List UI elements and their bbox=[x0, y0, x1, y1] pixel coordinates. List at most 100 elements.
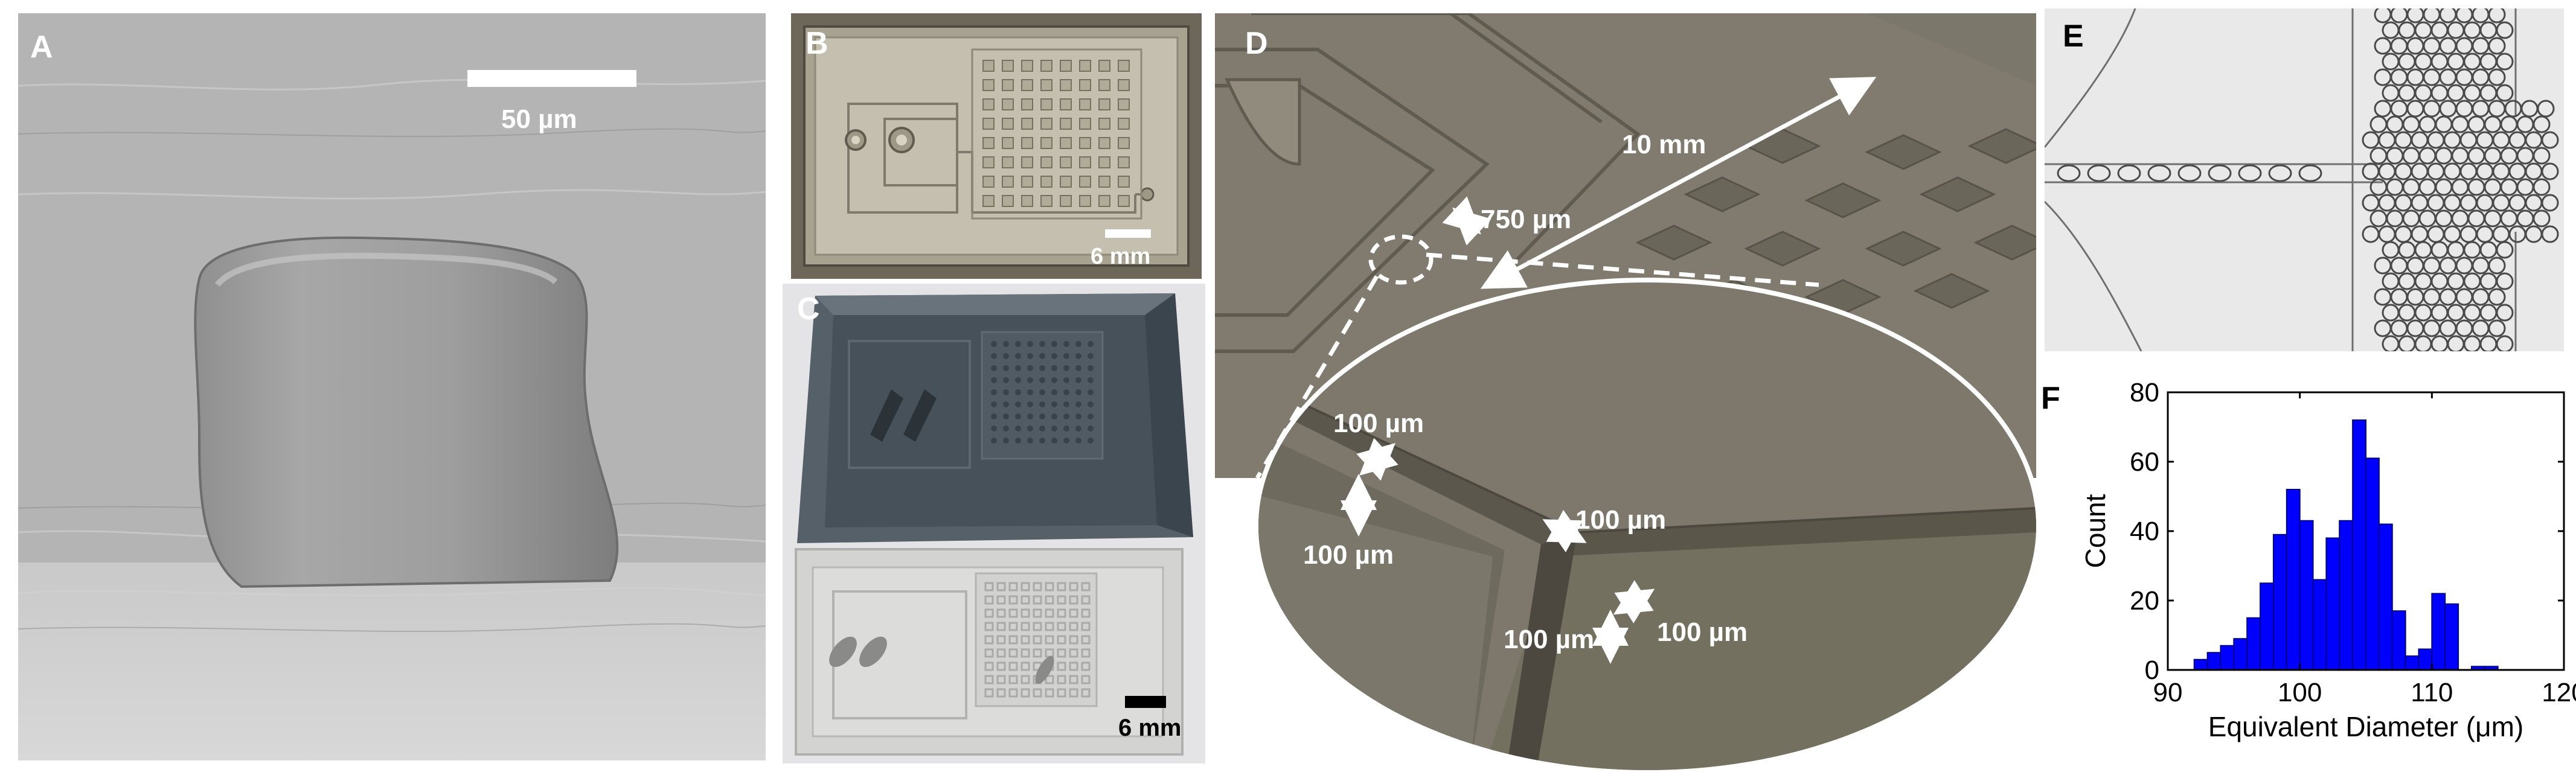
panel-c-chip-well bbox=[1008, 622, 1018, 631]
panel-c-chip-well bbox=[1045, 608, 1054, 618]
panel-c-mold-post bbox=[1063, 413, 1069, 419]
panel-b-well bbox=[982, 176, 995, 188]
panel-b-well bbox=[1118, 137, 1130, 149]
panel-e-droplet bbox=[2496, 272, 2514, 290]
panel-b-render: B 6 mm bbox=[791, 13, 1202, 279]
panel-b-well bbox=[1021, 195, 1033, 207]
panel-b-well bbox=[1040, 156, 1053, 168]
panel-b-well bbox=[1021, 156, 1033, 168]
panel-c-mold-post bbox=[1027, 389, 1033, 395]
panel-b-well bbox=[1098, 195, 1110, 207]
panel-c-mold-post bbox=[1039, 377, 1045, 383]
panel-c-mold-post bbox=[1063, 341, 1069, 347]
panel-b-well bbox=[1118, 176, 1130, 188]
panel-c-mold-post bbox=[1015, 377, 1021, 383]
panel-a-label: A bbox=[30, 30, 53, 65]
panel-c-mold-post bbox=[1015, 401, 1021, 407]
panel-c-chip-well bbox=[1020, 675, 1030, 684]
panel-b-well bbox=[1060, 98, 1072, 110]
panel-c-chip-well bbox=[1045, 688, 1054, 698]
panel-c-chip-well bbox=[1045, 595, 1054, 605]
panel-b-well bbox=[1040, 195, 1053, 207]
panel-c-chip-well bbox=[1008, 688, 1018, 698]
panel-c-mold-post bbox=[1075, 389, 1081, 395]
panel-b-well bbox=[1098, 118, 1110, 130]
panel-c-chip-well bbox=[1081, 595, 1091, 605]
panel-c-chip-well bbox=[1057, 622, 1066, 631]
panel-e-droplet bbox=[2496, 304, 2514, 322]
panel-c-mold-post bbox=[1075, 438, 1081, 444]
panel-e-droplet bbox=[2117, 164, 2141, 182]
panel-b-well bbox=[1002, 176, 1014, 188]
panel-b-well bbox=[1118, 79, 1130, 91]
panel-b-well bbox=[1021, 60, 1033, 72]
panel-c-chip-well bbox=[1057, 635, 1066, 645]
panel-a-micrograph: A 50 µm bbox=[18, 13, 766, 760]
panel-b-well bbox=[1079, 118, 1091, 130]
panel-c-label: C bbox=[797, 292, 820, 327]
panel-b-well bbox=[1060, 176, 1072, 188]
panel-d-dim-100um-1: 100 µm bbox=[1333, 409, 1424, 438]
panel-c-mold-post bbox=[991, 341, 997, 347]
panel-c-mold-post bbox=[1088, 401, 1094, 407]
panel-c-mold-post bbox=[1063, 438, 1069, 444]
panel-c-chip-well bbox=[1045, 622, 1054, 631]
panel-d-label: D bbox=[1245, 26, 1268, 61]
histogram-bar bbox=[2325, 537, 2341, 671]
histogram-x-tick-label: 110 bbox=[2411, 678, 2453, 707]
panel-c-chip-well bbox=[1033, 648, 1042, 658]
panel-b-well bbox=[1098, 60, 1110, 72]
panel-c-chip-well bbox=[1020, 635, 1030, 645]
panel-c-mold-post bbox=[1075, 353, 1081, 359]
histogram-bar bbox=[2220, 645, 2235, 671]
panel-c-chip-well bbox=[1057, 675, 1066, 684]
panel-c-chip-well bbox=[984, 648, 994, 658]
panel-c-chip-well bbox=[984, 622, 994, 631]
panel-c-mold-post bbox=[1027, 353, 1033, 359]
panel-b-well bbox=[1040, 176, 1053, 188]
panel-c-chip-well bbox=[1069, 582, 1078, 591]
panel-e-droplet bbox=[2298, 164, 2322, 182]
panel-c-chip-well bbox=[1045, 635, 1054, 645]
panel-c-mold-post bbox=[991, 377, 997, 383]
panel-b-well bbox=[1079, 156, 1091, 168]
panel-e-droplet bbox=[2238, 164, 2262, 182]
panel-c-chip-well bbox=[984, 688, 994, 698]
panel-c-mold-post bbox=[1003, 438, 1009, 444]
panel-d-dim-100um-5: 100 µm bbox=[1504, 625, 1595, 654]
panel-b-well bbox=[1021, 79, 1033, 91]
panel-b-well bbox=[1021, 176, 1033, 188]
panel-a-scale-bar bbox=[467, 70, 636, 87]
panel-c-chip-well bbox=[1081, 688, 1091, 698]
panel-b-well bbox=[1118, 98, 1130, 110]
panel-b-well bbox=[1060, 60, 1072, 72]
panel-b-scale-bar bbox=[1105, 229, 1151, 238]
panel-c-mold-post bbox=[1027, 377, 1033, 383]
panel-d-image bbox=[1215, 13, 2036, 775]
panel-a-scale-bar-label: 50 µm bbox=[501, 104, 577, 134]
panel-c-mold-post bbox=[1075, 377, 1081, 383]
panel-c-chip-well bbox=[984, 661, 994, 671]
panel-c-mold-post bbox=[1088, 389, 1094, 395]
histogram-chart: 90100110120020406080 Equivalent Diameter… bbox=[2080, 378, 2576, 742]
panel-d-cad-closeup: D 10 mm 750 µm 100 µm 100 µm 100 µm 100 … bbox=[1215, 13, 2036, 780]
panel-c-mold-post bbox=[1027, 425, 1033, 432]
panel-c-mold-post bbox=[1063, 425, 1069, 432]
panel-b-well bbox=[1060, 195, 1072, 207]
panel-c-mold-post bbox=[1063, 377, 1069, 383]
panel-c-mold-post bbox=[1051, 425, 1057, 432]
panel-e-droplet bbox=[2488, 319, 2506, 337]
panel-c-scale-bar bbox=[1125, 696, 1166, 708]
panel-e-droplet bbox=[2488, 257, 2506, 275]
panel-b-well bbox=[1060, 137, 1072, 149]
panel-c-chip-well bbox=[1020, 595, 1030, 605]
panel-e-droplet bbox=[2496, 21, 2514, 39]
histogram-bar bbox=[2339, 520, 2354, 671]
panel-c-chip-well bbox=[1033, 595, 1042, 605]
panel-b-scale-bar-label: 6 mm bbox=[1091, 244, 1151, 269]
panel-c-mold-post bbox=[1003, 377, 1009, 383]
panel-c-chip-well bbox=[1045, 582, 1054, 591]
panel-c-chip-well bbox=[984, 675, 994, 684]
panel-a-image bbox=[18, 13, 766, 760]
panel-c-chip-well bbox=[1069, 688, 1078, 698]
